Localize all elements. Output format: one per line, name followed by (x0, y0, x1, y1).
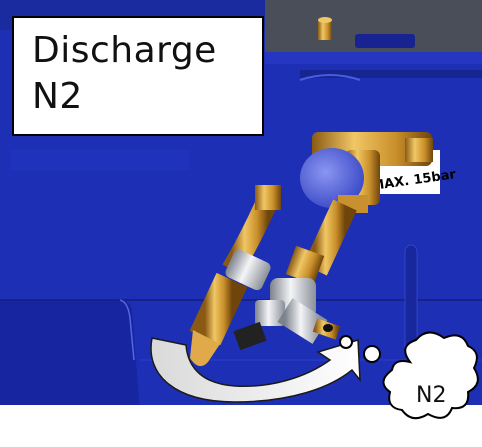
title-line-2: N2 (32, 74, 248, 120)
title-box: Discharge N2 (12, 16, 264, 136)
top-fitting (318, 17, 332, 40)
outlet-fitting (315, 324, 338, 333)
cloud-label: N2 (416, 383, 446, 408)
title-line-1: Discharge (32, 28, 248, 74)
